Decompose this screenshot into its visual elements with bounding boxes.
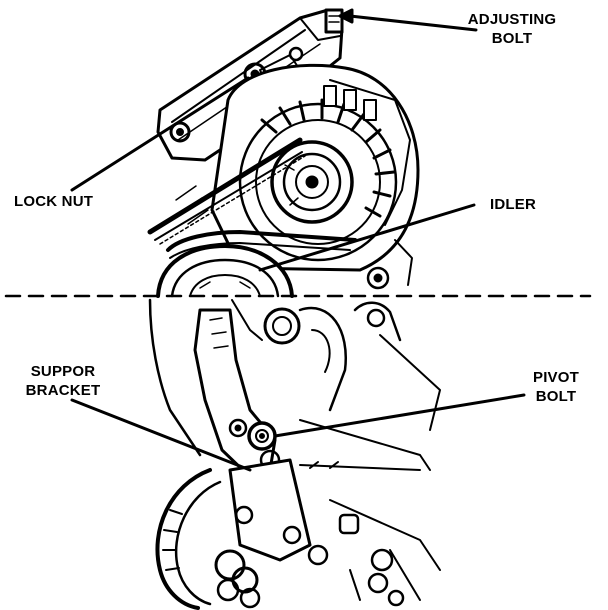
callout-support-bracket: SUPPOR BRACKET	[8, 362, 118, 400]
lower-hardware	[349, 548, 405, 607]
callout-adjusting-bolt-line2: BOLT	[491, 30, 533, 47]
lower-view	[148, 298, 441, 610]
leader-support-bracket	[70, 398, 252, 472]
leader-adjusting-bolt	[348, 14, 478, 32]
lower-bracket-plate	[228, 458, 360, 566]
lower-pulley	[155, 468, 261, 610]
leader-idler	[258, 203, 476, 272]
alternator-pulley	[270, 140, 354, 224]
callout-pivot-bolt-line2: BOLT	[535, 388, 577, 405]
arrowhead-adjusting-bolt	[338, 8, 354, 24]
callout-idler: IDLER	[490, 195, 536, 214]
housing-hatching	[175, 185, 209, 225]
callout-support-bracket-line2: BRACKET	[25, 382, 101, 399]
callout-idler-line1: IDLER	[490, 196, 536, 213]
leader-pivot-bolt	[273, 393, 526, 438]
callout-pivot-bolt: PIVOT BOLT	[516, 368, 596, 406]
idler-pulley	[156, 244, 294, 298]
callout-pivot-bolt-line1: PIVOT	[532, 369, 579, 386]
callout-lock-nut-line1: LOCK NUT	[14, 193, 94, 210]
leader-lines	[70, 8, 526, 472]
adjusting-bolt	[324, 8, 344, 34]
callout-adjusting-bolt-line1: ADJUSTING	[467, 11, 557, 28]
upper-view	[147, 8, 420, 298]
callout-support-bracket-line1: SUPPOR	[30, 363, 96, 380]
callout-lock-nut: LOCK NUT	[14, 192, 93, 211]
engine-block	[148, 298, 441, 601]
leader-lock-nut	[70, 76, 250, 192]
callout-adjusting-bolt: ADJUSTING BOLT	[452, 10, 572, 48]
